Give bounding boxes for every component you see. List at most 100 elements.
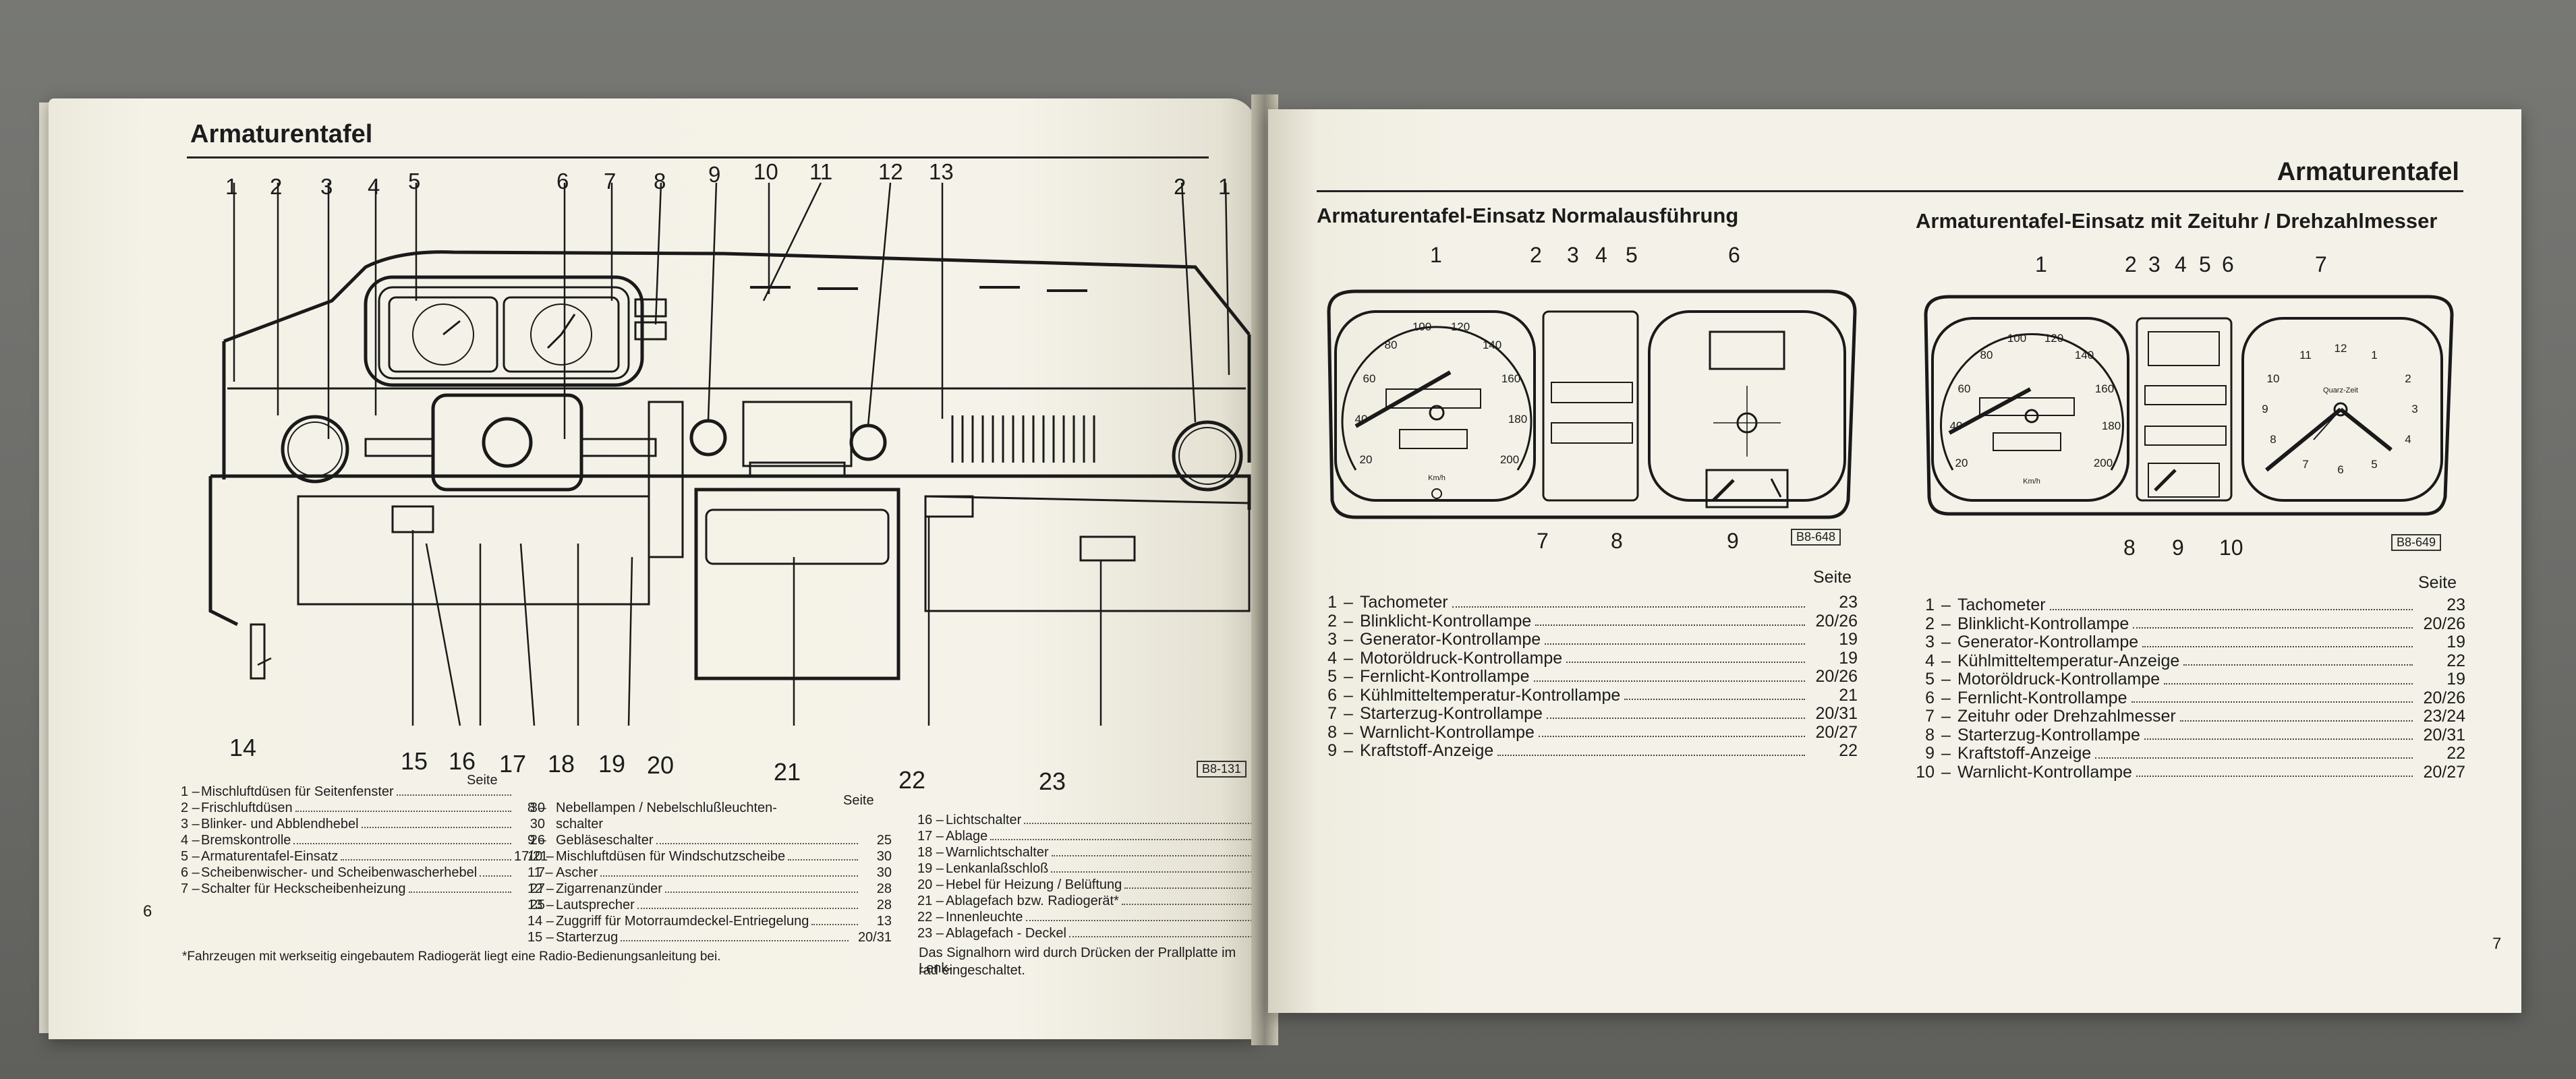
- cluster2-callout-5: 5: [2199, 252, 2211, 276]
- callout-bottom-21: 21: [774, 758, 801, 786]
- cluster2-callout-6: 6: [2222, 252, 2234, 276]
- callout-bottom-14: 14: [229, 734, 257, 761]
- cluster2-callout-8: 8: [2123, 535, 2136, 560]
- clock-11: 11: [2299, 349, 2312, 361]
- clock-label: Quarz-Zeit: [2323, 386, 2358, 395]
- speed2-tick-160: 160: [2095, 382, 2114, 395]
- legend-row: 19 –Lenkanlaßschloß: [917, 861, 1255, 877]
- cluster-normal-drawing: 20 40 60 80 100 120 140 160 180 200 Km/h: [1327, 289, 1857, 519]
- callout-bottom-16: 16: [449, 747, 476, 775]
- legend-row: 25: [529, 898, 545, 912]
- seite-label-col2: Seite: [843, 793, 874, 808]
- callout-bottom-19: 19: [598, 750, 626, 778]
- callout-top-13: 13: [929, 159, 954, 184]
- speed-unit: Km/h: [1428, 474, 1446, 482]
- callout-top-2-right: 2: [1174, 174, 1186, 199]
- horn-note-line1: Das Signalhorn wird durch Drücken der Pr…: [919, 945, 1236, 976]
- callout-top-2: 2: [270, 174, 283, 199]
- seite-label-col1: Seite: [467, 773, 498, 788]
- page-number-left: 6: [143, 902, 152, 921]
- footnote: *Fahrzeugen mit werkseitig eingebautem R…: [182, 950, 721, 964]
- cluster2-callout-4: 4: [2175, 252, 2187, 276]
- legend-row: 18 –Warnlichtschalter: [917, 844, 1255, 861]
- speed2-tick-40: 40: [1950, 419, 1963, 432]
- diagram-code: B8-131: [1197, 761, 1247, 778]
- speed-tick-120: 120: [1451, 320, 1470, 333]
- legend-row: 16 –Lichtschalter: [917, 812, 1255, 828]
- legend-row: 10 –Mischluftdüsen für Windschutzscheibe…: [527, 849, 892, 864]
- callout-top-6: 6: [556, 169, 569, 194]
- clock-10: 10: [2267, 372, 2280, 385]
- left-page: Armaturentafel: [49, 98, 1256, 1039]
- callout-bottom-20: 20: [647, 751, 675, 779]
- speed2-tick-100: 100: [2007, 332, 2026, 345]
- legend-row: 22 –Innenleuchte: [917, 909, 1255, 925]
- clock-8: 8: [2270, 433, 2276, 446]
- legend-row: 20 –Hebel für Heizung / Belüftung: [917, 877, 1255, 893]
- speed-tick-60: 60: [1363, 372, 1376, 385]
- speed-tick-100: 100: [1412, 320, 1431, 333]
- callout-top-1: 1: [225, 174, 238, 199]
- callout-top-5: 5: [408, 169, 421, 194]
- right-page: Armaturentafel Armaturentafel-Einsatz No…: [1268, 109, 2521, 1013]
- left-title-rule: [187, 156, 1209, 158]
- clock-4: 4: [2405, 433, 2411, 446]
- subtitle-normal: Armaturentafel-Einsatz Normalausführung: [1317, 204, 1739, 227]
- cluster1-callout-6: 6: [1728, 243, 1740, 267]
- cluster1-callout-9: 9: [1727, 529, 1739, 553]
- speed2-tick-60: 60: [1958, 382, 1971, 395]
- callout-bottom-17: 17: [499, 750, 527, 778]
- callout-top-11: 11: [809, 159, 833, 184]
- legend-row: 8 –Nebellampen / Nebelschlußleuchten-: [527, 800, 777, 815]
- cluster1-code: B8-648: [1791, 529, 1841, 546]
- legend-row: 23 –Ablagefach - Deckel: [917, 925, 1255, 941]
- cluster1-callout-1: 1: [1430, 243, 1442, 267]
- cluster-clock-drawing: 20 40 60 80 100 120 140 160 180 200 Km/h…: [1924, 295, 2454, 516]
- clock-12: 12: [2335, 342, 2347, 355]
- callout-top-1-right: 1: [1218, 174, 1231, 199]
- cluster1-callout-2: 2: [1530, 243, 1542, 267]
- speed2-tick-140: 140: [2075, 349, 2094, 361]
- clock-1: 1: [2371, 349, 2377, 361]
- speed-tick-140: 140: [1483, 339, 1501, 351]
- callout-bottom-15: 15: [401, 747, 428, 775]
- seite-label-right2: Seite: [2418, 573, 2457, 592]
- cluster1-callout-7: 7: [1537, 529, 1549, 553]
- callout-top-8: 8: [654, 169, 666, 194]
- horn-note-line2: rad eingeschaltet.: [919, 963, 1025, 978]
- legend-row: 6 –Scheibenwischer- und Scheibenwascherh…: [181, 865, 545, 880]
- speed-tick-20: 20: [1360, 453, 1373, 466]
- speed2-tick-200: 200: [2094, 457, 2113, 469]
- callout-top-7: 7: [604, 169, 617, 194]
- speed2-tick-20: 20: [1955, 457, 1968, 469]
- speed2-tick-80: 80: [1980, 349, 1993, 361]
- cluster2-callout-7: 7: [2315, 252, 2327, 276]
- clock-2: 2: [2405, 372, 2411, 385]
- callout-top-4: 4: [368, 174, 380, 199]
- callout-top-10: 10: [753, 159, 778, 184]
- cluster1-callout-8: 8: [1611, 529, 1623, 553]
- callout-bottom-22: 22: [898, 766, 926, 794]
- left-page-title: Armaturentafel: [190, 120, 373, 148]
- callout-bottom-23: 23: [1039, 767, 1066, 795]
- callout-bottom-18: 18: [548, 750, 575, 778]
- right-title-rule: [1317, 190, 2463, 192]
- speed-tick-80: 80: [1385, 339, 1398, 351]
